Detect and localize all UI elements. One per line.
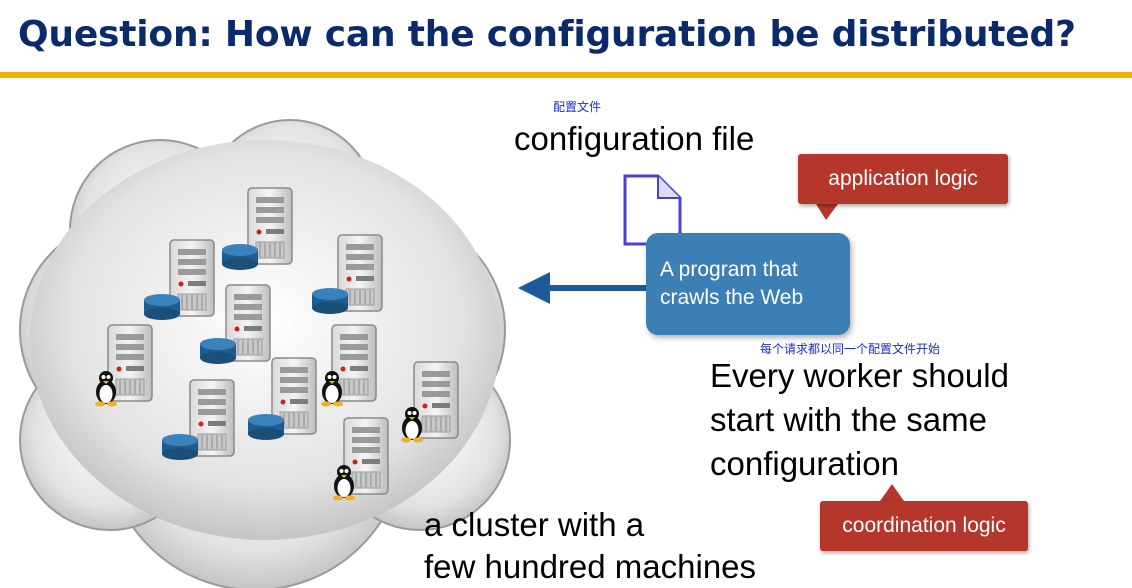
application-logic-callout: application logic: [798, 154, 1008, 204]
application-logic-label: application logic: [828, 167, 978, 190]
crawler-program-box: A program that crawls the Web: [646, 233, 850, 335]
database-icon: [222, 244, 258, 270]
database-icon: [248, 414, 284, 440]
program-line-1: A program that: [660, 258, 798, 281]
database-icon: [162, 434, 198, 460]
coordination-logic-callout: coordination logic: [820, 501, 1028, 551]
cluster-line-1: a cluster with a: [424, 506, 645, 543]
arrow-left-icon: [518, 272, 646, 304]
worker-line-3: configuration: [710, 445, 899, 482]
worker-line-2: start with the same: [710, 401, 987, 438]
cluster-caption: a cluster with a few hundred machines: [424, 504, 756, 588]
database-icon: [312, 288, 348, 314]
program-line-2: crawls the Web: [660, 286, 804, 309]
config-file-label: configuration file: [514, 120, 755, 157]
callout-pointer: [816, 204, 838, 220]
worker-annotation: 每个请求都以同一个配置文件开始: [760, 342, 941, 356]
coordination-logic-label: coordination logic: [842, 514, 1006, 537]
config-file-annotation: 配置文件: [553, 100, 602, 114]
worker-line-1: Every worker should: [710, 357, 1009, 394]
database-icon: [144, 294, 180, 320]
callout-pointer: [880, 484, 904, 501]
title-underline: [0, 72, 1132, 78]
slide-title: Question: How can the configuration be d…: [18, 14, 1076, 55]
cluster-line-2: few hundred machines: [424, 548, 757, 585]
database-icon: [200, 338, 236, 364]
worker-statement: Every worker should start with the same …: [710, 354, 1009, 486]
document-icon: [623, 174, 682, 246]
